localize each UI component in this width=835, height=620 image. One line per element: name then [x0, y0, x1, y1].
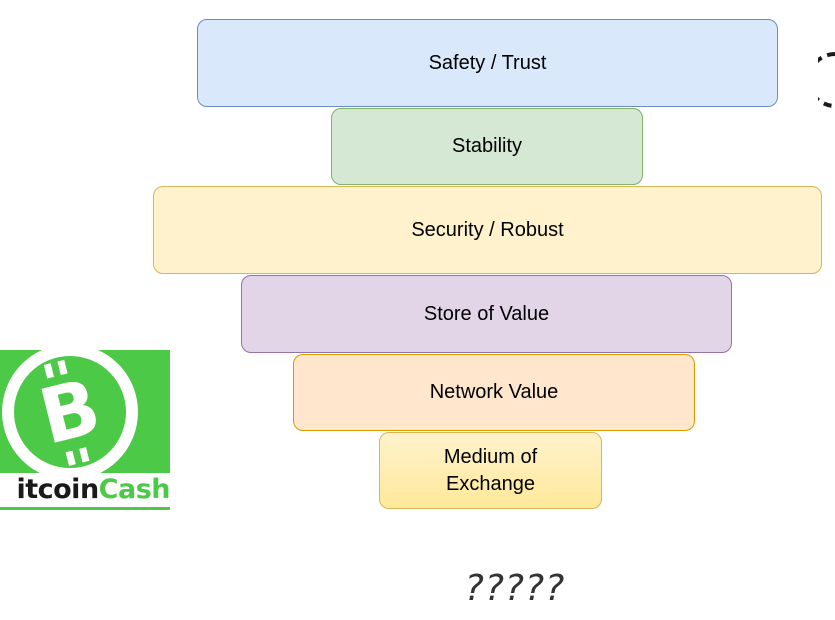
layer-security-robust: Security / Robust	[153, 186, 822, 274]
logo-text-prefix: itcoin	[16, 474, 99, 505]
layer-safety-trust: Safety / Trust	[197, 19, 778, 107]
layer-medium-of-exchange: Medium of Exchange	[379, 432, 602, 509]
bitcoin-cash-symbol-icon: B	[2, 350, 138, 480]
layer-network-value: Network Value	[293, 354, 695, 431]
layer-stability: Stability	[331, 108, 643, 185]
layer-store-of-value: Store of Value	[241, 275, 732, 353]
question-marks: ?????	[464, 568, 566, 609]
bitcoin-cash-logo-icon: B itcoinCash	[0, 350, 170, 510]
logo-wordmark: itcoinCash	[0, 473, 170, 507]
logo-text-accent: Cash	[98, 474, 170, 505]
cut-off-dashed-circle-icon	[818, 52, 835, 108]
